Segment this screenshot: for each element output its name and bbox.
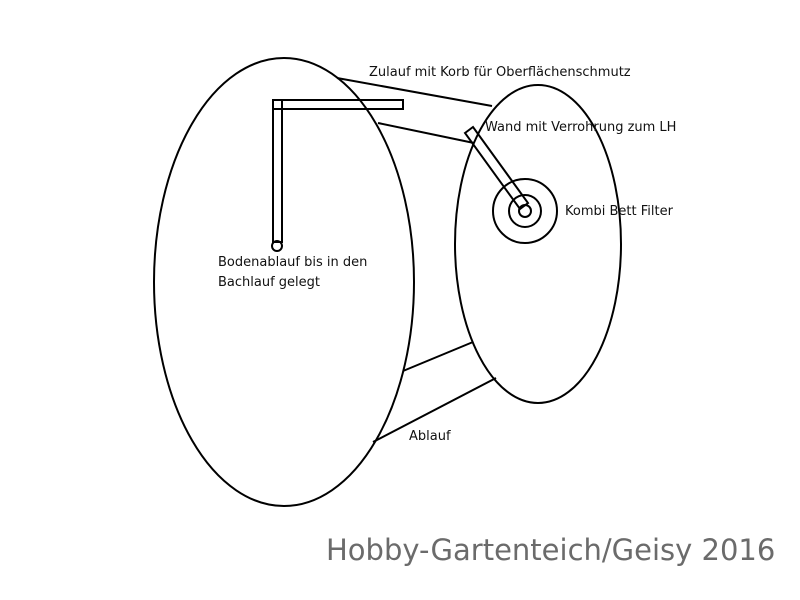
wall-pipe-label: Wand mit Verrohrung zum LH (485, 120, 677, 135)
filter-outer-ring (492, 178, 558, 244)
watermark-text: Hobby-Gartenteich/Geisy 2016 (326, 533, 776, 567)
pond-ellipse (153, 57, 415, 507)
filter-label: Kombi Bett Filter (565, 204, 673, 219)
filter-chamber-ellipse (454, 84, 622, 404)
outlet-label: Ablauf (409, 429, 451, 444)
wall-pipe (463, 125, 530, 211)
drain-pipe-vertical (272, 99, 283, 243)
drain-pipe-horizontal (272, 99, 404, 110)
drain-outlet-circle (271, 240, 283, 252)
filter-inner-ring (518, 204, 532, 218)
inlet-label: Zulauf mit Korb für Oberflächenschmutz (369, 65, 631, 80)
outlet-line-upper (402, 341, 474, 372)
outlet-line-lower (372, 377, 497, 443)
floor-drain-label-line2: Bachlauf gelegt (218, 275, 321, 290)
filter-middle-ring (508, 194, 542, 228)
inlet-channel-top (336, 77, 493, 107)
floor-drain-label-line1: Bodenablauf bis in den (218, 255, 368, 270)
inlet-channel-bottom (377, 122, 475, 144)
